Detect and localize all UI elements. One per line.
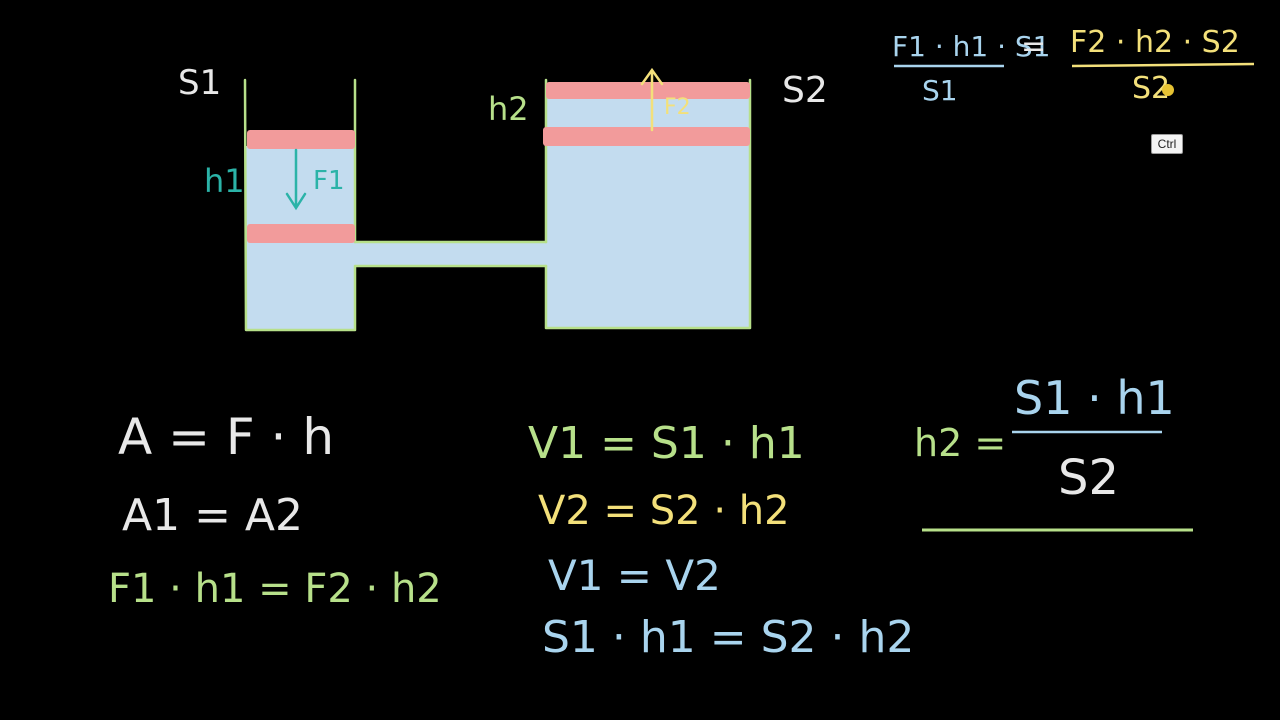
small-piston-top: [247, 130, 355, 149]
small-piston-bottom: [247, 224, 355, 243]
top-left-denominator: S1: [922, 74, 958, 107]
h2-numerator: S1 · h1: [1014, 371, 1175, 425]
top-left-numerator: F1 · h1 · S1: [892, 30, 1050, 63]
large-cylinder-wall: [544, 78, 752, 330]
work-formula: A = F · h: [118, 408, 334, 466]
label-s1: S1: [178, 63, 221, 103]
label-h2: h2: [488, 90, 529, 128]
work-equations: A = F · h A1 = A2 F1 · h1 = F2 · h2: [108, 408, 442, 612]
label-f1: F1: [313, 166, 345, 196]
top-right-numerator: F2 · h2 · S2: [1070, 25, 1240, 60]
area-height-formula: S1 · h1 = S2 · h2: [542, 612, 914, 663]
volume-equations: V1 = S1 · h1 V2 = S2 · h2 V1 = V2 S1 · h…: [528, 418, 914, 663]
label-h1: h1: [204, 162, 245, 200]
large-piston-bottom: [543, 127, 750, 146]
force-height-formula: F1 · h1 = F2 · h2: [108, 566, 442, 612]
label-f2: F2: [664, 95, 691, 120]
force-f2-arrow: [640, 67, 664, 132]
volume1-formula: V1 = S1 · h1: [528, 418, 805, 469]
top-right-fraction-bar: [1071, 62, 1255, 68]
h2-lhs: h2 =: [914, 421, 1006, 465]
h2-denominator: S2: [1058, 450, 1119, 506]
force-f1-arrow: [285, 148, 307, 211]
h2-formula: h2 = S1 · h1 S2: [914, 371, 1193, 532]
volume2-formula: V2 = S2 · h2: [538, 488, 790, 534]
label-s2: S2: [782, 70, 828, 111]
large-piston-top: [546, 82, 750, 99]
hydraulic-press-diagram: S1 S2 h1 h2 F1 F2: [178, 63, 828, 332]
work-equal-formula: A1 = A2: [122, 490, 303, 541]
pen-cursor-icon: [1162, 84, 1174, 96]
connecting-pipe-fluid: [355, 242, 547, 266]
top-derivation: F1 · h1 · S1 S1 = F2 · h2 · S2 S2: [892, 25, 1255, 107]
top-equals: =: [1021, 29, 1046, 64]
small-cylinder-wall: [243, 78, 548, 332]
ctrl-key-badge: Ctrl: [1151, 134, 1183, 154]
volume-equal-formula: V1 = V2: [548, 551, 721, 600]
